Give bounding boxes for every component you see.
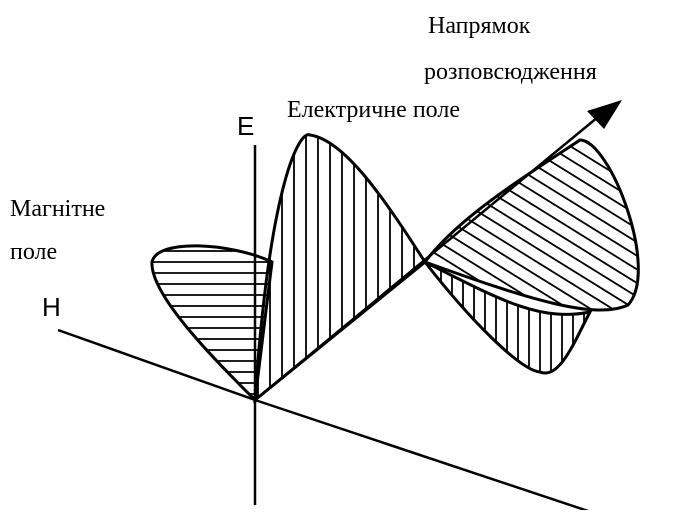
propagation-arrowhead	[587, 100, 622, 129]
hatch-line	[615, 140, 639, 311]
hatch-line	[461, 140, 639, 311]
magnetic-lobe-2-hatching	[425, 120, 675, 330]
electric-lobe-2-hatching	[429, 262, 585, 374]
hatch-line	[425, 140, 639, 311]
hatch-line	[425, 140, 604, 311]
hatch-line	[593, 140, 639, 311]
propagation-axis-line	[254, 398, 601, 515]
electric-lobe-1-outline	[253, 133, 427, 402]
propagation-label-line1: Напрямок	[428, 13, 531, 39]
e-axis-label: E	[237, 111, 255, 141]
hatch-line	[425, 140, 639, 311]
electric-lobe-1-hatching	[257, 134, 415, 400]
propagation-label-line2: розповсюдження	[424, 59, 597, 85]
hatch-line	[637, 140, 639, 311]
magnetic-lobe-2-outline	[423, 138, 640, 312]
hatch-line	[505, 140, 639, 311]
electric-field-label: Електричне поле	[287, 97, 460, 123]
h-axis-line	[57, 328, 256, 402]
magnetic-field-label-line2: поле	[10, 239, 58, 265]
h-axis-label: H	[42, 292, 61, 322]
hatch-line	[549, 140, 639, 311]
hatch-line	[527, 140, 639, 311]
hatch-line	[660, 120, 675, 330]
magnetic-field-label-line1: Магнітне	[10, 196, 106, 222]
